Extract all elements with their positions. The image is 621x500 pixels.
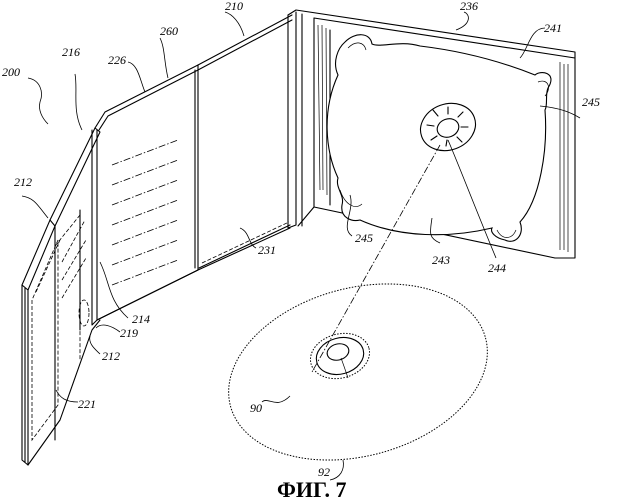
label-200: 200	[2, 65, 20, 79]
leader-lines	[21, 11, 581, 481]
label-243: 243	[432, 253, 450, 267]
label-260: 260	[160, 24, 178, 38]
label-245a: 245	[355, 231, 373, 245]
hub-244	[419, 102, 477, 152]
label-92: 92	[318, 465, 330, 479]
optical-disc-90	[228, 283, 488, 461]
left-outer-panel	[21, 127, 101, 466]
label-214: 214	[132, 312, 150, 326]
label-226: 226	[108, 53, 126, 67]
label-210: 210	[225, 0, 243, 13]
center-axis	[311, 144, 441, 373]
label-221: 221	[78, 397, 96, 411]
figure-caption: ФИГ. 7	[277, 477, 347, 500]
recess-219	[78, 299, 90, 327]
label-231: 231	[258, 243, 276, 257]
label-244: 244	[488, 261, 506, 275]
booklet-panel	[91, 14, 293, 326]
label-236: 236	[460, 0, 478, 13]
label-245b: 245	[582, 95, 600, 109]
label-219: 219	[120, 326, 138, 340]
reference-labels: 200 210 212 212 214 216 219 221 226 231 …	[2, 0, 600, 479]
label-212b: 212	[102, 349, 120, 363]
label-212a: 212	[14, 175, 32, 189]
label-241: 241	[544, 21, 562, 35]
hinge-231	[96, 221, 291, 321]
label-216: 216	[62, 45, 80, 59]
label-90: 90	[250, 401, 262, 415]
disc-tray-243	[326, 34, 552, 242]
tray-panel	[287, 9, 576, 259]
